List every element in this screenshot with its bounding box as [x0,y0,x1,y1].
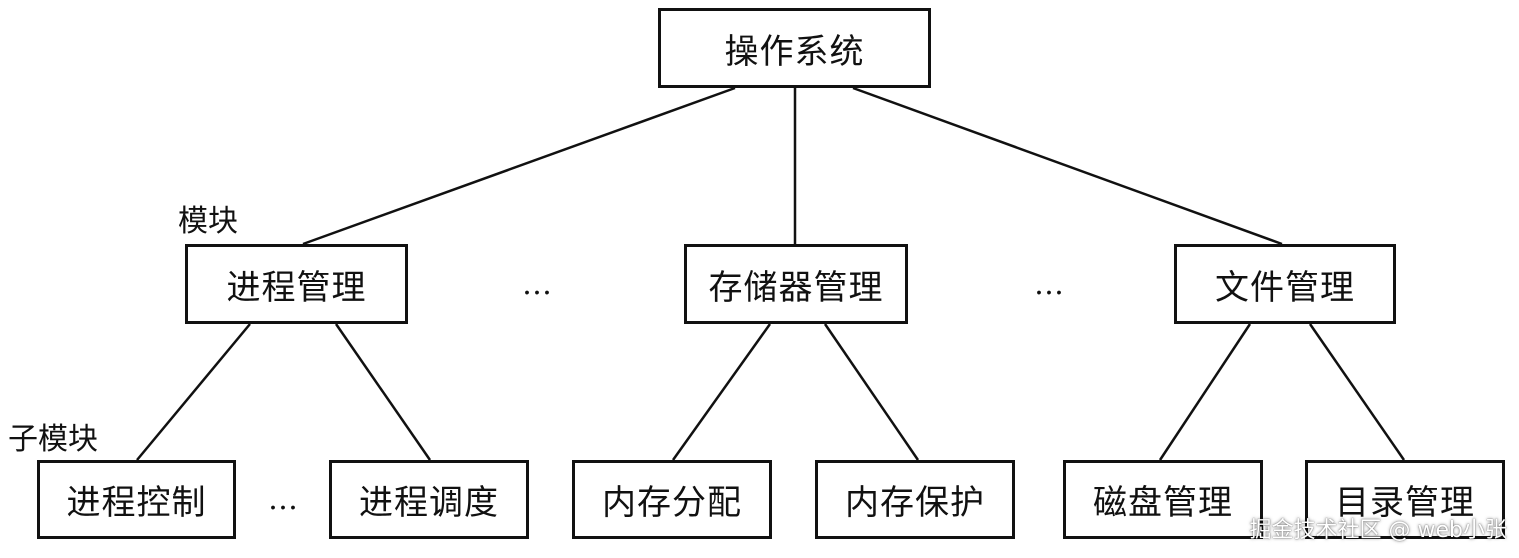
submodule-node-memory-allocation: 内存分配 [572,460,772,539]
level-label-module: 模块 [178,204,238,239]
connector-root-to-file-management [852,86,1283,246]
connector-process-mgmt-to-scheduling [334,323,432,461]
connector-storage-mgmt-to-allocation [671,323,772,461]
connector-file-mgmt-to-disk [1158,323,1252,461]
module-node-file-management: 文件管理 [1174,244,1396,324]
module-node-storage-management: 存储器管理 [684,244,908,324]
connector-file-mgmt-to-directory [1308,323,1406,461]
submodule-node-process-scheduling: 进程调度 [329,460,529,539]
watermark-text: 掘金技术社区 @ web小张 [1249,518,1507,543]
connector-root-to-process-management [302,86,736,246]
submodule-node-memory-protection: 内存保护 [815,460,1015,539]
root-node-os: 操作系统 [658,8,931,88]
level-label-submodule: 子模块 [8,422,98,457]
submodule-gap-ellipsis: … [268,482,298,517]
module-node-process-management: 进程管理 [185,244,408,324]
module-gap-ellipsis-2: … [1034,267,1064,302]
module-gap-ellipsis-1: … [522,267,552,302]
submodule-node-directory-management: 目录管理 [1305,460,1505,539]
connector-storage-mgmt-to-protection [823,323,920,461]
connector-process-mgmt-to-control [136,323,251,461]
submodule-node-process-control: 进程控制 [37,460,236,539]
submodule-node-disk-management: 磁盘管理 [1063,460,1263,539]
